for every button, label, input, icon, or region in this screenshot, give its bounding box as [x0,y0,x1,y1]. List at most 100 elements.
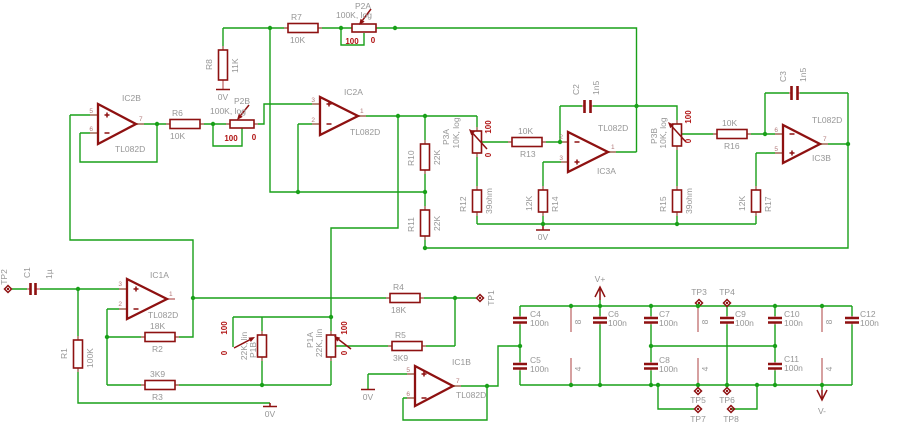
pin-number: 2 [311,117,315,124]
resistor-R8[interactable]: R8 11K [204,49,240,81]
capacitor-C11[interactable]: C11 100n [784,354,803,373]
capacitor-value: 100n [784,318,803,328]
capacitor-C1[interactable]: C1 1µ [22,267,54,279]
pin-stubs [27,27,853,399]
pot-end-0: 0 [340,350,349,355]
pot-P2B[interactable]: P2B 100K, log 100 0 [210,96,257,143]
resistor-R15[interactable]: R15 39ohm [658,188,694,214]
resistor-ref: R13 [520,149,536,159]
capacitor-ref: C11 [784,354,799,364]
pin-number: 6 [774,127,778,134]
ground-symbol[interactable]: 0V [263,403,277,419]
resistor-ref: R11 [406,217,416,232]
testpoint-TP5[interactable]: TP5 [690,386,706,406]
ground-symbol[interactable]: 0V [361,388,375,403]
testpoint-label: TP4 [719,287,735,297]
resistor-ref: R7 [291,12,302,22]
opamp-IC2B[interactable]: 5 6 7 IC2B TL082D [89,93,145,154]
testpoint-label: TP7 [690,414,706,424]
testpoint-TP7[interactable]: TP7 [690,404,706,425]
ic-power-pins[interactable]: 8 4 8 4 8 4 [570,306,834,385]
resistor-value: 12K [737,196,747,211]
capacitor-C9[interactable]: C9 100n [735,309,754,328]
capacitor-C2[interactable]: C2 1n5 [571,81,601,95]
resistor-ref: R6 [172,108,183,118]
capacitor-C5[interactable]: C5 100n [530,355,549,374]
pot-P1A[interactable]: P1A 22K, lin 100 0 [305,321,352,358]
power-pin8-label: 8 [700,319,710,324]
opamp-IC2A[interactable]: 3 2 1 IC2A TL082D [311,87,380,137]
pot-end-100: 100 [224,134,238,143]
opamp-ref: IC3B [812,153,831,163]
opamp-ref: IC3A [597,166,616,176]
resistor-R12[interactable]: R12 39ohm [458,188,494,214]
opamp-IC1B[interactable]: 5 6 7 IC1B TL082D [406,357,486,408]
vminus-symbol[interactable]: V- [816,389,828,416]
resistor-R5[interactable]: R5 3K9 [391,330,423,363]
capacitor-ref: C6 [608,309,619,319]
pin-number: 5 [406,367,410,374]
testpoint-TP8[interactable]: TP8 [723,404,739,425]
resistor-R11[interactable]: R11 22K [406,209,442,237]
resistor-R2[interactable]: 18K R2 [144,321,176,354]
testpoint-TP6[interactable]: TP6 [719,386,735,406]
pin-number: 1 [169,291,173,298]
ground-symbol[interactable]: 0V [536,224,550,242]
pot-end-100: 100 [684,110,693,124]
resistor-R13[interactable]: 10K R13 [511,126,543,159]
testpoint-label: TP8 [723,414,739,424]
pot-value: 100K, log [336,10,372,20]
pot-ref: P1A [305,332,315,348]
capacitor-C4[interactable]: C4 100n [530,309,549,328]
ground-label: 0V [538,232,549,242]
opamp-part: TL082D [350,127,380,137]
resistor-R10[interactable]: R10 22K [406,143,442,171]
capacitor-value: 100n [860,318,879,328]
capacitor-C10[interactable]: C10 100n [784,309,803,328]
capacitor-ref: C3 [778,71,788,82]
testpoint-TP3[interactable]: TP3 [691,287,707,308]
opamp-IC3B[interactable]: 6 5 7 TL082D IC3B [774,115,842,165]
capacitor-ref: C1 [22,267,32,278]
resistor-R16[interactable]: 10K R16 [716,118,748,151]
resistor-ref: R17 [763,196,773,212]
opamp-IC1A[interactable]: 3 2 1 IC1A TL082D [118,270,178,321]
schematic-wires[interactable] [12,27,853,421]
ground-label: 0V [218,92,229,102]
resistor-R3[interactable]: 3K9 R3 [144,369,176,402]
pot-ref: P1B [248,342,258,358]
capacitor-value: 100n [735,318,754,328]
capacitor-C3[interactable]: C3 1n5 [778,68,808,82]
opamp-IC3A[interactable]: 2 3 1 TL082D IC3A [559,123,628,176]
testpoint-label: TP6 [719,395,735,405]
capacitor-value: 1n5 [798,68,808,82]
capacitor-C7[interactable]: C7 100n [659,309,678,328]
pot-P3A[interactable]: P3A 10K, log 100 0 [441,117,493,157]
pot-end-100: 100 [484,120,493,134]
vplus-symbol[interactable]: V+ [594,274,606,300]
testpoint-TP1[interactable]: TP1 [475,290,497,306]
pot-end-0: 0 [484,152,493,157]
pot-P1B[interactable]: 22K, lin P1B 100 0 [220,321,268,360]
pot-ref: P2B [234,96,250,106]
opamp-ref: IC1B [452,357,471,367]
capacitor-C6[interactable]: C6 100n [608,309,627,328]
resistor-R6[interactable]: R6 10K [169,108,201,141]
capacitor-C8[interactable]: C8 100n [659,355,678,374]
resistor-R14[interactable]: 12K R14 [524,189,560,213]
pot-P2A[interactable]: P2A 100K, log 100 0 [336,1,377,46]
testpoint-TP4[interactable]: TP4 [719,287,735,308]
resistor-R1[interactable]: R1 100K [59,339,95,369]
pot-P3B[interactable]: P3B 10K, log 100 0 [649,110,693,149]
ground-symbol[interactable]: 0V [216,88,230,103]
resistor-value: 10K [722,118,737,128]
resistor-R4[interactable]: R4 18K [389,282,421,315]
pot-ref: P3B [649,128,659,144]
capacitor-plates[interactable] [29,86,860,370]
testpoint-label: TP1 [486,290,496,306]
resistor-R17[interactable]: 12K R17 [737,189,773,213]
resistor-R7[interactable]: R7 10K [287,12,319,45]
testpoint-TP2[interactable]: TP2 [0,269,13,294]
capacitor-C12[interactable]: C12 100n [860,309,879,328]
pin-number: 1 [360,108,364,115]
